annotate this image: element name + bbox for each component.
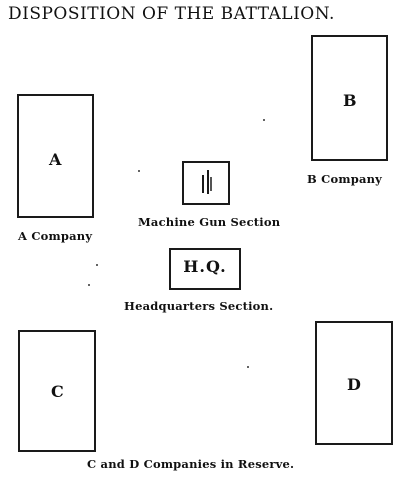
company-d-letter: D <box>347 375 361 394</box>
company-a-box <box>17 94 94 218</box>
machine-gun-icon <box>202 170 212 194</box>
print-speck <box>96 264 98 266</box>
headquarters-label: Headquarters Section. <box>124 299 274 313</box>
machine-gun-box <box>182 161 230 205</box>
company-c-letter: C <box>51 382 64 401</box>
print-speck <box>138 170 140 172</box>
company-b-box <box>311 35 388 161</box>
print-speck <box>247 366 249 368</box>
print-speck <box>263 119 265 121</box>
reserve-label: C and D Companies in Reserve. <box>87 457 295 471</box>
company-a-label: A Company <box>18 229 93 243</box>
company-b-label: B Company <box>307 172 383 186</box>
machine-gun-label: Machine Gun Section <box>138 215 281 229</box>
diagram-title: DISPOSITION OF THE BATTALION. <box>8 4 335 24</box>
company-d-box <box>315 321 393 445</box>
company-c-box <box>18 330 96 452</box>
headquarters-box-text: H.Q. <box>183 257 227 276</box>
company-b-letter: B <box>343 91 357 110</box>
headquarters-box: H.Q. <box>169 248 241 290</box>
company-a-letter: A <box>49 150 62 169</box>
print-speck <box>88 284 90 286</box>
